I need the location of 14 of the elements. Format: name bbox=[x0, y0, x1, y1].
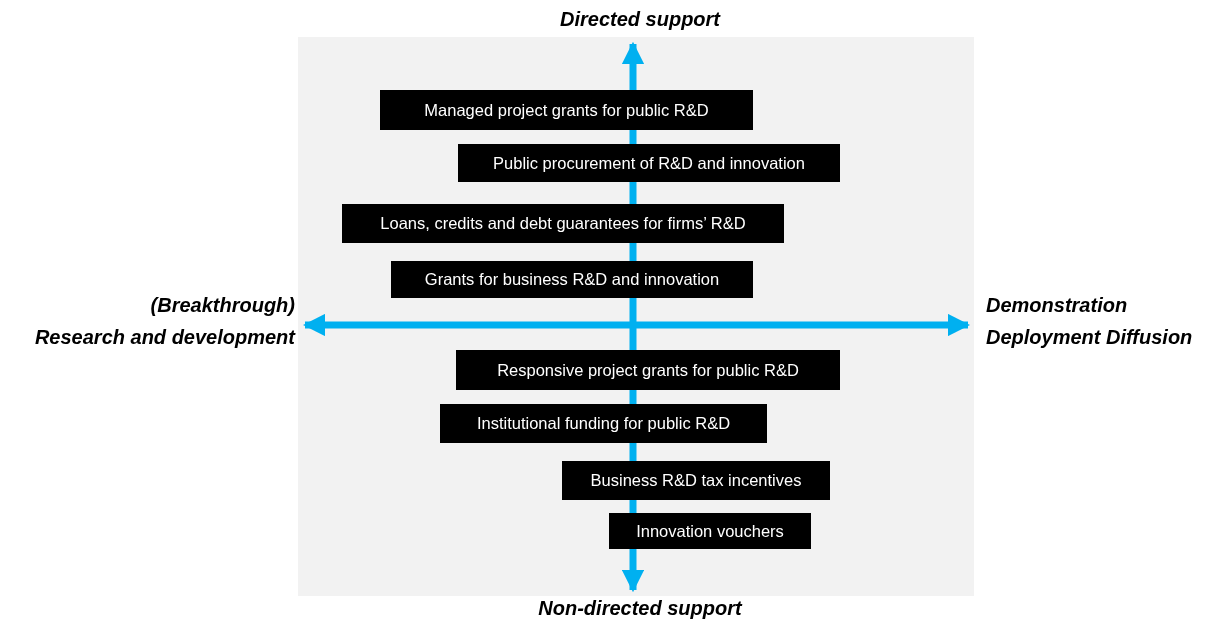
axis-label: Deployment Diffusion bbox=[986, 326, 1193, 349]
policy-box: Responsive project grants for public R&D bbox=[456, 350, 840, 390]
policy-box: Public procurement of R&D and innovation bbox=[458, 144, 840, 182]
policy-box: Business R&D tax incentives bbox=[562, 461, 830, 500]
axis-label: Demonstration bbox=[986, 294, 1128, 317]
policy-box: Loans, credits and debt guarantees for firms’ R&D bbox=[342, 204, 784, 243]
axis-label: Non-directed support bbox=[538, 597, 742, 620]
axis-label: Research and development bbox=[34, 326, 295, 349]
policy-box: Grants for business R&D and innovation bbox=[391, 261, 753, 298]
policy-box: Innovation vouchers bbox=[609, 513, 811, 549]
axis-label: Directed support bbox=[560, 8, 720, 31]
policy-box: Managed project grants for public R&D bbox=[380, 90, 753, 130]
axis-label: (Breakthrough) bbox=[150, 294, 295, 317]
policy-box: Institutional funding for public R&D bbox=[440, 404, 767, 443]
